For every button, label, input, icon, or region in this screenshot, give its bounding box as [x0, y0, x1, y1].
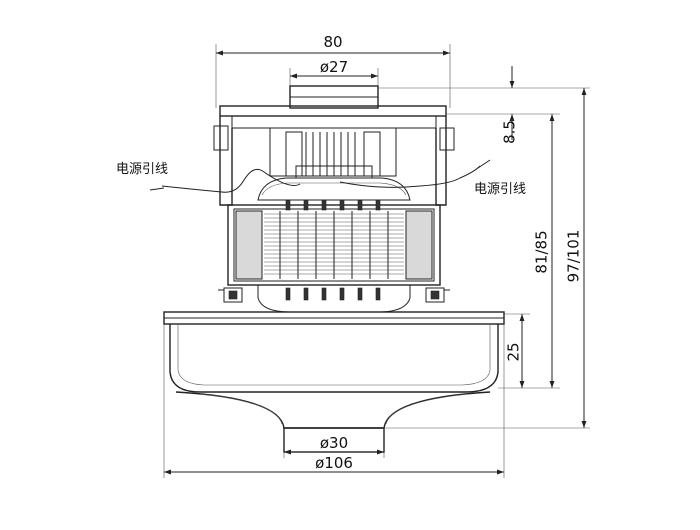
dim-label-d30: ø30 — [320, 434, 348, 452]
stator-laminations — [264, 211, 404, 279]
dimension-body-height: 81/85 — [533, 114, 555, 388]
dimension-top-diameter: ø27 — [289, 58, 379, 86]
dim-label-25: 25 — [505, 342, 523, 361]
dimension-fan-height: 25 — [505, 314, 525, 388]
dimension-fan-diameter: ø106 — [163, 324, 505, 478]
dim-label-80: 80 — [323, 33, 342, 51]
dim-label-97-101: 97/101 — [565, 230, 583, 283]
lead-label-left: 电源引线 — [116, 162, 168, 177]
dimension-overall-width: 80 — [215, 33, 451, 108]
dim-label-d27: ø27 — [320, 58, 348, 76]
motor-outline — [163, 85, 505, 453]
power-lead-wires — [149, 159, 491, 193]
dim-label-d106: ø106 — [315, 454, 353, 472]
dim-label-81-85: 81/85 — [533, 230, 551, 273]
dimension-total-height: 97/101 — [565, 88, 587, 428]
dimension-bottom-diameter: ø30 — [283, 434, 385, 458]
dim-label-8-5: 8.5 — [501, 120, 519, 144]
lower-rotor-teeth — [285, 287, 381, 301]
dimension-top-offset: 8.5 — [501, 66, 519, 144]
rotor-slots — [285, 199, 381, 211]
commutator-bars — [305, 132, 356, 176]
lead-label-right: 电源引线 — [474, 182, 526, 197]
